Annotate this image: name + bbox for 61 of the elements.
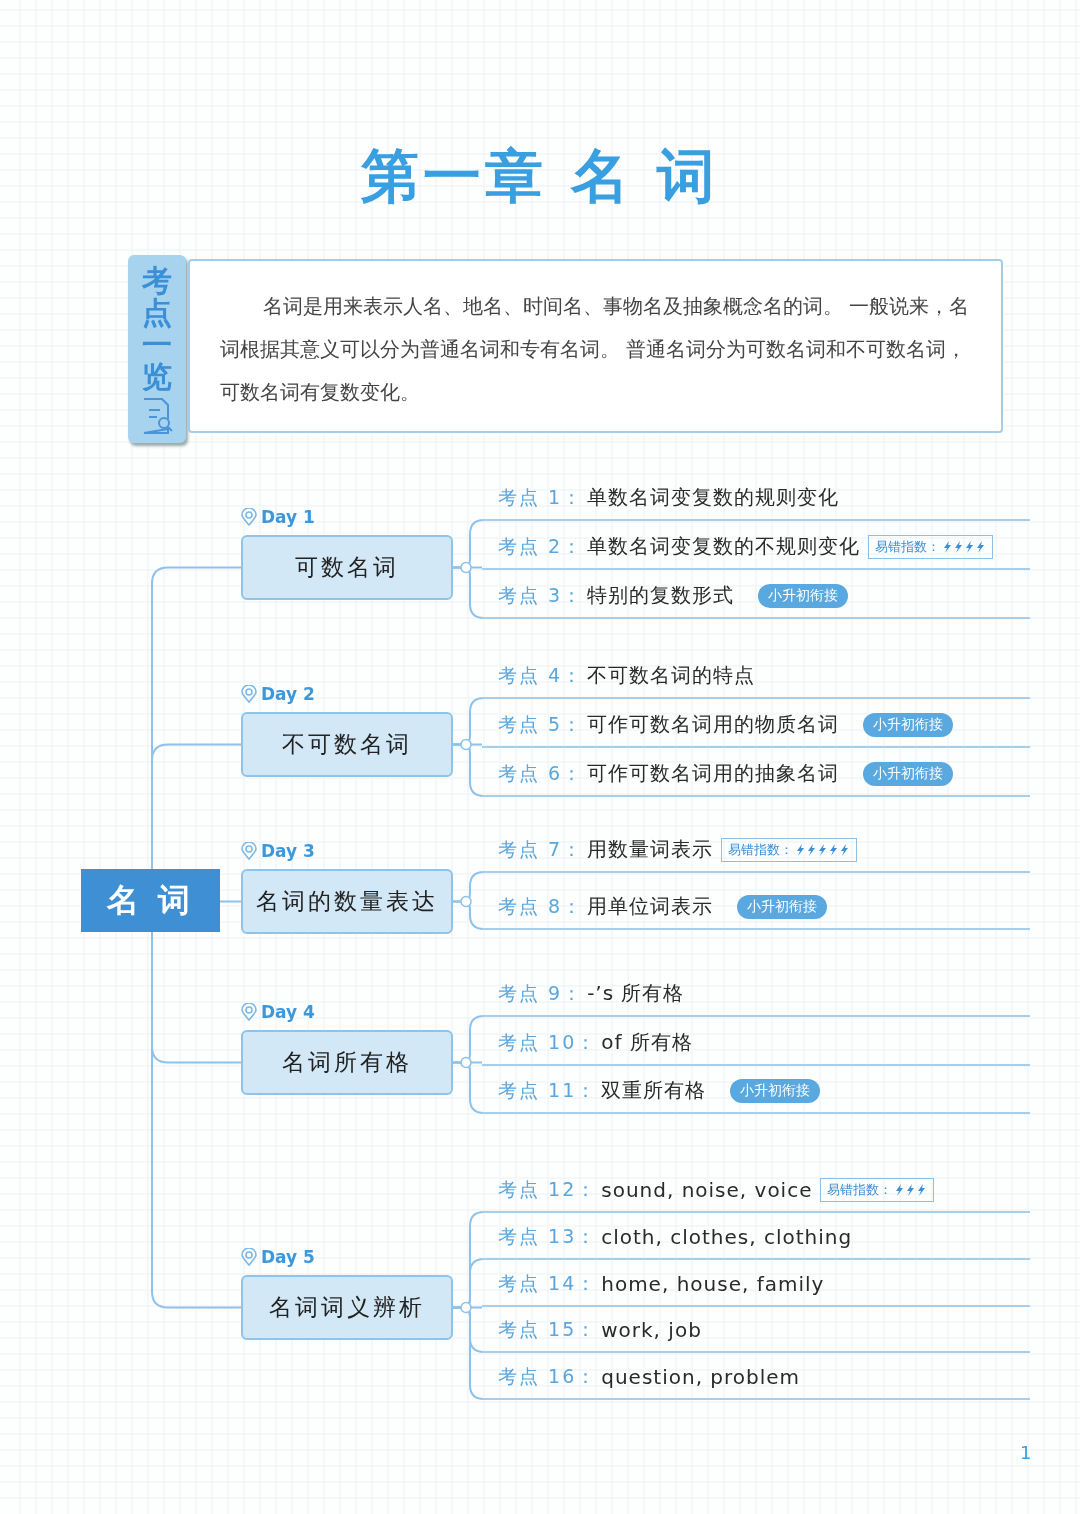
point-text: of 所有格 [601,1029,693,1056]
point-text: 可作可数名词用的抽象名词 [587,760,840,787]
point-text: question, problem [601,1364,801,1389]
tab-label: 考点一览 [142,265,172,393]
point-number: 考点 5： [498,711,584,737]
point-number: 考点 3： [498,582,584,608]
level-badge: 小升初衔接 [730,1078,821,1103]
point-text: -’s 所有格 [587,980,685,1007]
branch-line [452,900,485,930]
day-label: Day 3 [261,841,315,861]
point-number: 考点 6： [498,760,584,786]
level-badge: 小升初衔接 [737,894,828,919]
point-text: 不可数名词的特点 [587,662,756,689]
page-number: 1 [1020,1442,1032,1463]
point-number: 考点 8： [498,893,584,919]
topic-box: 可数名词 [241,535,453,600]
difficulty-label: 易错指数： [827,1180,893,1199]
point-number: 考点 11： [498,1077,598,1103]
topic-box: 不可数名词 [241,712,453,777]
day-label: Day 2 [261,684,315,704]
branch-line [452,1061,485,1114]
chapter-title: 第一章 名 词 [359,141,721,212]
point-text: work, job [601,1317,702,1342]
branch-line [219,900,242,903]
point-number: 考点 1： [498,484,584,510]
point-text: 单数名词变复数的规则变化 [587,484,840,511]
day-label: Day 1 [261,507,315,527]
difficulty-label: 易错指数： [728,840,794,859]
point-number: 考点 13： [498,1223,598,1249]
branch-line [151,743,242,870]
point-number: 考点 4： [498,662,584,688]
difficulty-label: 易错指数： [875,537,941,556]
point-text: 可作可数名词用的物质名词 [587,711,840,738]
point-text: sound, noise, voice [601,1177,813,1202]
point-text: 双重所有格 [601,1077,707,1104]
topic-box: 名词的数量表达 [241,869,453,934]
branch-line [452,743,485,797]
level-badge: 小升初衔接 [758,583,849,608]
point-number: 考点 16： [498,1363,598,1389]
point-number: 考点 14： [498,1270,598,1296]
point-text: cloth, clothes, clothing [601,1224,853,1249]
day-label: Day 5 [261,1247,315,1267]
point-text: 用数量词表示 [587,836,714,863]
level-badge: 小升初衔接 [863,712,954,737]
paragraph: 名词是用来表示人名、地名、时间名、事物名及抽象概念名的词。 一般说来，名词根据其意义可以分为普通名词和专有名词。 普通名词分为可数名词和不可数名词，可数名词有复数变化。 [220,294,971,406]
day-label: Day 4 [261,1002,315,1022]
point-text: 用单位词表示 [587,893,714,920]
point-number: 考点 2： [498,533,584,559]
point-number: 考点 12： [498,1176,598,1202]
level-badge: 小升初衔接 [863,761,954,786]
point-number: 考点 10： [498,1029,598,1055]
point-number: 考点 7： [498,836,584,862]
root-box: 名 词 [81,869,220,932]
point-text: 特别的复数形式 [587,582,735,609]
branch-line [452,566,485,619]
topic-box: 名词词义辨析 [241,1275,453,1340]
point-text: 单数名词变复数的不规则变化 [587,533,861,560]
point-text: home, house, family [601,1271,825,1296]
point-number: 考点 15： [498,1316,598,1342]
topic-box: 名词所有格 [241,1030,453,1095]
point-number: 考点 9： [498,980,584,1006]
